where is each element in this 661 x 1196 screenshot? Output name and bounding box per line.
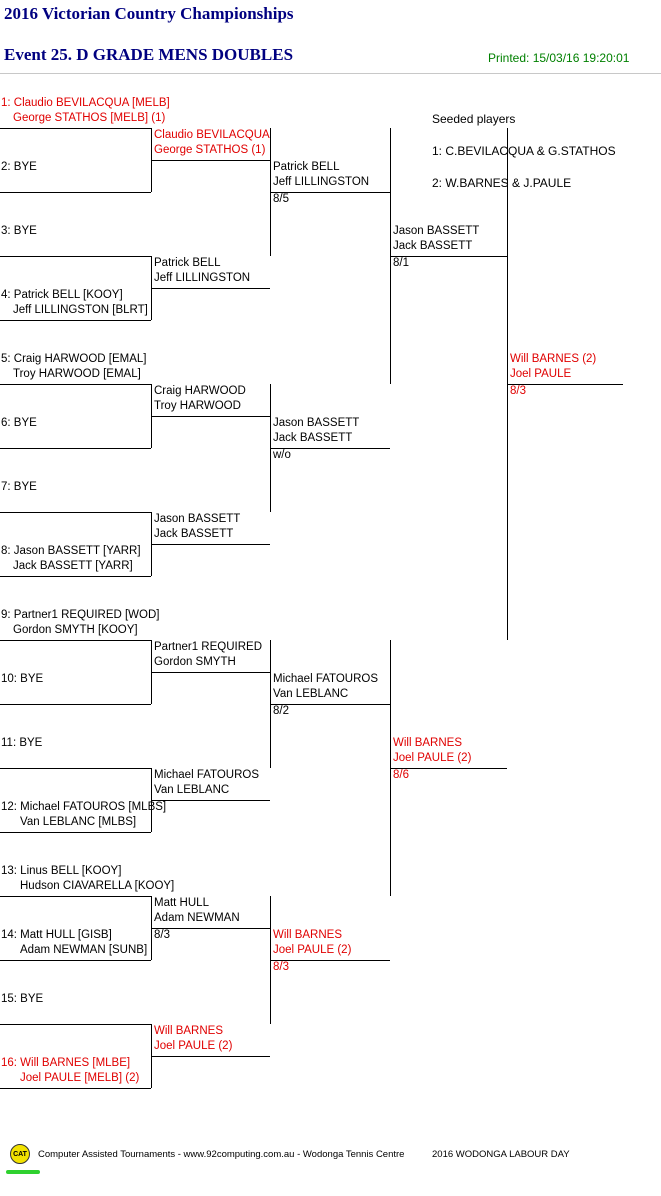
match-score: 8/2: [273, 705, 289, 717]
match-winner-player-1: Patrick BELL: [154, 257, 221, 269]
match-winner-player-1: Partner1 REQUIRED: [154, 641, 263, 653]
page-title: 2016 Victorian Country Championships: [4, 4, 294, 23]
match-winner-player-1: Claudio BEVILACQUA: [154, 129, 270, 141]
match-winner-player-2: Jack BASSETT: [393, 240, 473, 252]
entry-player-2: Jeff LILLINGSTON [BLRT]: [13, 304, 148, 316]
entry-player-2: Gordon SMYTH [KOOY]: [13, 624, 138, 636]
match-winner-player-1: Craig HARWOOD: [154, 385, 246, 397]
seeded-line: 2: W.BARNES & J.PAULE: [432, 176, 572, 190]
entry-player-1: 3: BYE: [1, 225, 37, 237]
printed-timestamp: Printed: 15/03/16 19:20:01: [488, 51, 630, 65]
cat-logo: CAT: [10, 1144, 30, 1164]
entry-player-1: 4: Patrick BELL [KOOY]: [1, 289, 123, 301]
footer-event: 2016 WODONGA LABOUR DAY: [432, 1149, 570, 1160]
match-winner-player-1: Jason BASSETT: [273, 417, 360, 429]
seeded-line: 1: C.BEVILACQUA & G.STATHOS: [432, 144, 616, 158]
entry-player-1: 5: Craig HARWOOD [EMAL]: [1, 353, 147, 365]
event-title: Event 25. D GRADE MENS DOUBLES: [4, 45, 294, 64]
header-divider: [0, 73, 661, 74]
match-winner-player-1: Matt HULL: [154, 897, 209, 909]
match-winner-player-1: Will BARNES: [393, 737, 463, 749]
match-winner-player-1: Michael FATOUROS: [154, 769, 260, 781]
entry-player-1: 11: BYE: [1, 737, 43, 749]
entry-player-2: Joel PAULE [MELB] (2): [20, 1072, 140, 1084]
match-winner-player-2: Joel PAULE (2): [273, 944, 352, 956]
match-score: 8/3: [154, 929, 170, 941]
entry-player-1: 13: Linus BELL [KOOY]: [1, 865, 122, 877]
entry-player-2: Van LEBLANC [MLBS]: [20, 816, 137, 828]
entry-player-1: 14: Matt HULL [GISB]: [1, 929, 112, 941]
match-winner-player-2: Jeff LILLINGSTON: [154, 272, 251, 284]
entry-player-1: 9: Partner1 REQUIRED [WOD]: [1, 609, 160, 621]
entry-player-1: 8: Jason BASSETT [YARR]: [1, 545, 141, 557]
entry-player-1: 1: Claudio BEVILACQUA [MELB]: [1, 97, 170, 109]
match-score: 8/5: [273, 193, 289, 205]
match-winner-player-2: Troy HARWOOD: [154, 400, 241, 412]
match-winner-player-2: Joel PAULE (2): [154, 1040, 233, 1052]
match-winner-player-1: Will BARNES (2): [510, 353, 597, 365]
entry-player-1: 6: BYE: [1, 417, 37, 429]
match-score: 8/6: [393, 769, 409, 781]
entry-player-2: Jack BASSETT [YARR]: [13, 560, 133, 572]
match-winner-player-2: Jack BASSETT: [273, 432, 353, 444]
match-score: 8/3: [273, 961, 289, 973]
match-winner-player-2: Joel PAULE: [510, 368, 572, 380]
entry-player-1: 2: BYE: [1, 161, 37, 173]
match-winner-player-2: Van LEBLANC: [273, 688, 349, 700]
entry-player-1: 10: BYE: [1, 673, 44, 685]
match-winner-player-1: Michael FATOUROS: [273, 673, 379, 685]
match-winner-player-2: Jeff LILLINGSTON: [273, 176, 370, 188]
entry-player-2: Hudson CIAVARELLA [KOOY]: [20, 880, 175, 892]
seeded-heading: Seeded players: [432, 112, 516, 126]
match-winner-player-2: Gordon SMYTH: [154, 656, 236, 668]
entry-player-2: Adam NEWMAN [SUNB]: [20, 944, 148, 956]
match-winner-player-2: Joel PAULE (2): [393, 752, 472, 764]
match-winner-player-1: Jason BASSETT: [154, 513, 241, 525]
entry-player-1: 7: BYE: [1, 481, 37, 493]
entry-player-2: George STATHOS [MELB] (1): [13, 112, 166, 124]
match-score: 8/1: [393, 257, 409, 269]
match-winner-player-1: Patrick BELL: [273, 161, 340, 173]
match-score: w/o: [273, 449, 291, 461]
footer-credit: Computer Assisted Tournaments - www.92co…: [38, 1149, 405, 1160]
entry-player-1: 16: Will BARNES [MLBE]: [1, 1057, 131, 1069]
match-winner-player-1: Jason BASSETT: [393, 225, 480, 237]
match-winner-player-2: George STATHOS (1): [154, 144, 266, 156]
match-winner-player-2: Jack BASSETT: [154, 528, 234, 540]
entry-player-1: 12: Michael FATOUROS [MLBS]: [1, 801, 167, 813]
match-score: 8/3: [510, 385, 526, 397]
match-winner-player-2: Van LEBLANC: [154, 784, 230, 796]
match-winner-player-1: Will BARNES: [154, 1025, 224, 1037]
match-winner-player-1: Will BARNES: [273, 929, 343, 941]
logo-underline: [6, 1170, 40, 1174]
entry-player-1: 15: BYE: [1, 993, 44, 1005]
entry-player-2: Troy HARWOOD [EMAL]: [13, 368, 141, 380]
match-winner-player-2: Adam NEWMAN: [154, 912, 240, 924]
